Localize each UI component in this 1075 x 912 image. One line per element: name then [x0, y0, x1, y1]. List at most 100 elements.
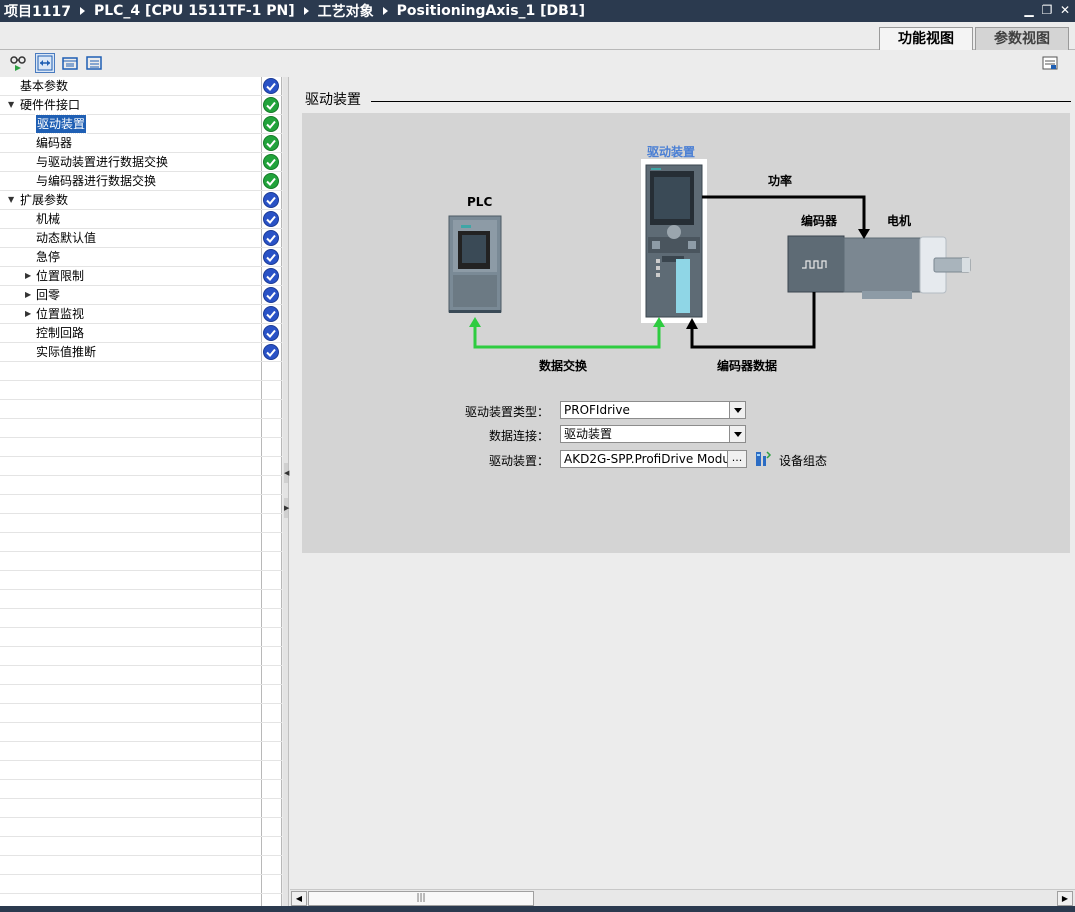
status-check-icon: [263, 211, 279, 227]
close-icon[interactable]: ✕: [1059, 3, 1071, 17]
diagram-graphic: [448, 159, 971, 349]
status-gridline: [262, 722, 282, 723]
tree-empty-row: [0, 476, 262, 495]
list-view-button[interactable]: [84, 53, 104, 73]
splitter[interactable]: [283, 77, 289, 907]
expand-collapse-button[interactable]: [35, 53, 55, 73]
collapsed-arrow-icon[interactable]: ▶: [25, 309, 32, 318]
status-check-icon: [263, 173, 279, 189]
tree-empty-row: [0, 818, 262, 837]
encoder-data-line: [690, 292, 816, 349]
tree-item-homing[interactable]: ▶ 回零: [0, 286, 262, 305]
collapsed-arrow-icon[interactable]: ▶: [25, 271, 32, 280]
tree-item-mechanics[interactable]: 机械: [0, 210, 262, 229]
data-connection-select[interactable]: 驱动装置: [560, 425, 746, 443]
status-gridline: [262, 608, 282, 609]
status-gridline: [262, 513, 282, 514]
status-gridline: [262, 760, 282, 761]
power-line: [702, 195, 866, 231]
status-gridline: [262, 171, 282, 172]
tree-empty-row: [0, 362, 262, 381]
expanded-arrow-icon[interactable]: ▼: [8, 195, 15, 204]
data-exchange-arrow-left-icon: [469, 317, 481, 327]
status-gridline: [262, 285, 282, 286]
encoder-data-arrow-icon: [686, 318, 698, 329]
horizontal-scrollbar[interactable]: ◀ ||| ▶: [290, 889, 1075, 906]
status-check-icon: [263, 268, 279, 284]
status-gridline: [262, 304, 282, 305]
tree-item-control-loop[interactable]: 控制回路: [0, 324, 262, 343]
dropdown-arrow-icon[interactable]: [729, 426, 745, 442]
go-online-button[interactable]: [8, 53, 28, 73]
tree-item-drive[interactable]: 驱动装置: [0, 114, 262, 134]
tree-empty-row: [0, 533, 262, 552]
tree-item-hw-interface[interactable]: ▼ 硬件件接口: [0, 96, 262, 115]
status-column: [262, 77, 282, 907]
device-config-link[interactable]: 设备组态: [779, 454, 828, 468]
status-gridline: [262, 893, 282, 894]
tree-empty-row: [0, 381, 262, 400]
tree-empty-row: [0, 704, 262, 723]
status-gridline: [262, 532, 282, 533]
window-controls: ▁ ❐ ✕: [1023, 3, 1071, 17]
tree-item-extended-params[interactable]: ▼ 扩展参数: [0, 191, 262, 210]
tree-item-basic-params[interactable]: 基本参数: [0, 77, 262, 96]
tree-empty-row: [0, 647, 262, 666]
tree-item-position-monitoring[interactable]: ▶ 位置监视: [0, 305, 262, 324]
glasses-icon: [10, 56, 26, 71]
status-gridline: [262, 494, 282, 495]
drive-input[interactable]: AKD2G-SPP.ProfiDrive Module_: [560, 450, 728, 468]
title-bar: 项目1117 PLC_4 [CPU 1511TF-1 PN] 工艺对象 Posi…: [0, 0, 1075, 22]
scroll-right-icon[interactable]: ▶: [1057, 891, 1073, 906]
motor-device-icon: [787, 235, 971, 299]
tree-empty-row: [0, 590, 262, 609]
drive-type-select[interactable]: PROFIdrive: [560, 401, 746, 419]
collapsed-arrow-icon[interactable]: ▶: [25, 290, 32, 299]
bottom-strip: [0, 906, 1075, 912]
collapse-left-icon[interactable]: ◀: [284, 463, 289, 483]
tree-item-drive-data-exchange[interactable]: 与驱动装置进行数据交换: [0, 153, 262, 172]
dropdown-arrow-icon[interactable]: [729, 402, 745, 418]
status-gridline: [262, 361, 282, 362]
minimize-icon[interactable]: ▁: [1024, 3, 1034, 17]
view-tabs-bar: 功能视图 参数视图: [0, 22, 1075, 50]
tree-item-position-limits[interactable]: ▶ 位置限制: [0, 267, 262, 286]
data-connection-label: 数据连接：: [488, 429, 549, 443]
scroll-left-icon[interactable]: ◀: [291, 891, 307, 906]
tree-item-actual-value-extrapolation[interactable]: 实际值推断: [0, 343, 262, 362]
restore-icon[interactable]: ❐: [1041, 3, 1053, 17]
expand-right-icon[interactable]: ▶: [284, 498, 289, 518]
tab-function-view[interactable]: 功能视图: [879, 27, 973, 50]
scroll-thumb[interactable]: |||: [308, 891, 534, 906]
tree-empty-row: [0, 552, 262, 571]
tab-param-view[interactable]: 参数视图: [975, 27, 1069, 50]
drive-device-icon: [641, 159, 707, 323]
power-arrow-icon: [858, 229, 870, 239]
browse-button[interactable]: ...: [727, 450, 747, 468]
status-gridline: [262, 798, 282, 799]
status-check-icon: [263, 287, 279, 303]
status-check-icon: [263, 154, 279, 170]
tree-empty-row: [0, 837, 262, 856]
status-gridline: [262, 475, 282, 476]
status-check-icon: [263, 249, 279, 265]
drive-label[interactable]: 驱动装置: [647, 145, 696, 159]
status-gridline: [262, 266, 282, 267]
breadcrumb-axis[interactable]: PositioningAxis_1 [DB1]: [396, 3, 585, 19]
breadcrumb-tech-objects[interactable]: 工艺对象: [317, 4, 374, 20]
status-gridline: [262, 133, 282, 134]
status-gridline: [262, 456, 282, 457]
device-config-icon[interactable]: [754, 450, 772, 468]
expanded-arrow-icon[interactable]: ▼: [8, 100, 15, 109]
section-divider: [371, 101, 1071, 102]
tree-item-dynamic-defaults[interactable]: 动态默认值: [0, 229, 262, 248]
tree-item-emergency-stop[interactable]: 急停: [0, 248, 262, 267]
folder-view-button[interactable]: [60, 53, 80, 73]
tree-item-encoder-data-exchange[interactable]: 与编码器进行数据交换: [0, 172, 262, 191]
tree-item-encoder[interactable]: 编码器: [0, 134, 262, 153]
breadcrumb-project[interactable]: 项目1117: [4, 4, 71, 20]
tree-empty-row: [0, 628, 262, 647]
status-gridline: [262, 570, 282, 571]
breadcrumb-plc[interactable]: PLC_4 [CPU 1511TF-1 PN]: [93, 3, 295, 19]
panel-settings-button[interactable]: [1040, 53, 1060, 73]
